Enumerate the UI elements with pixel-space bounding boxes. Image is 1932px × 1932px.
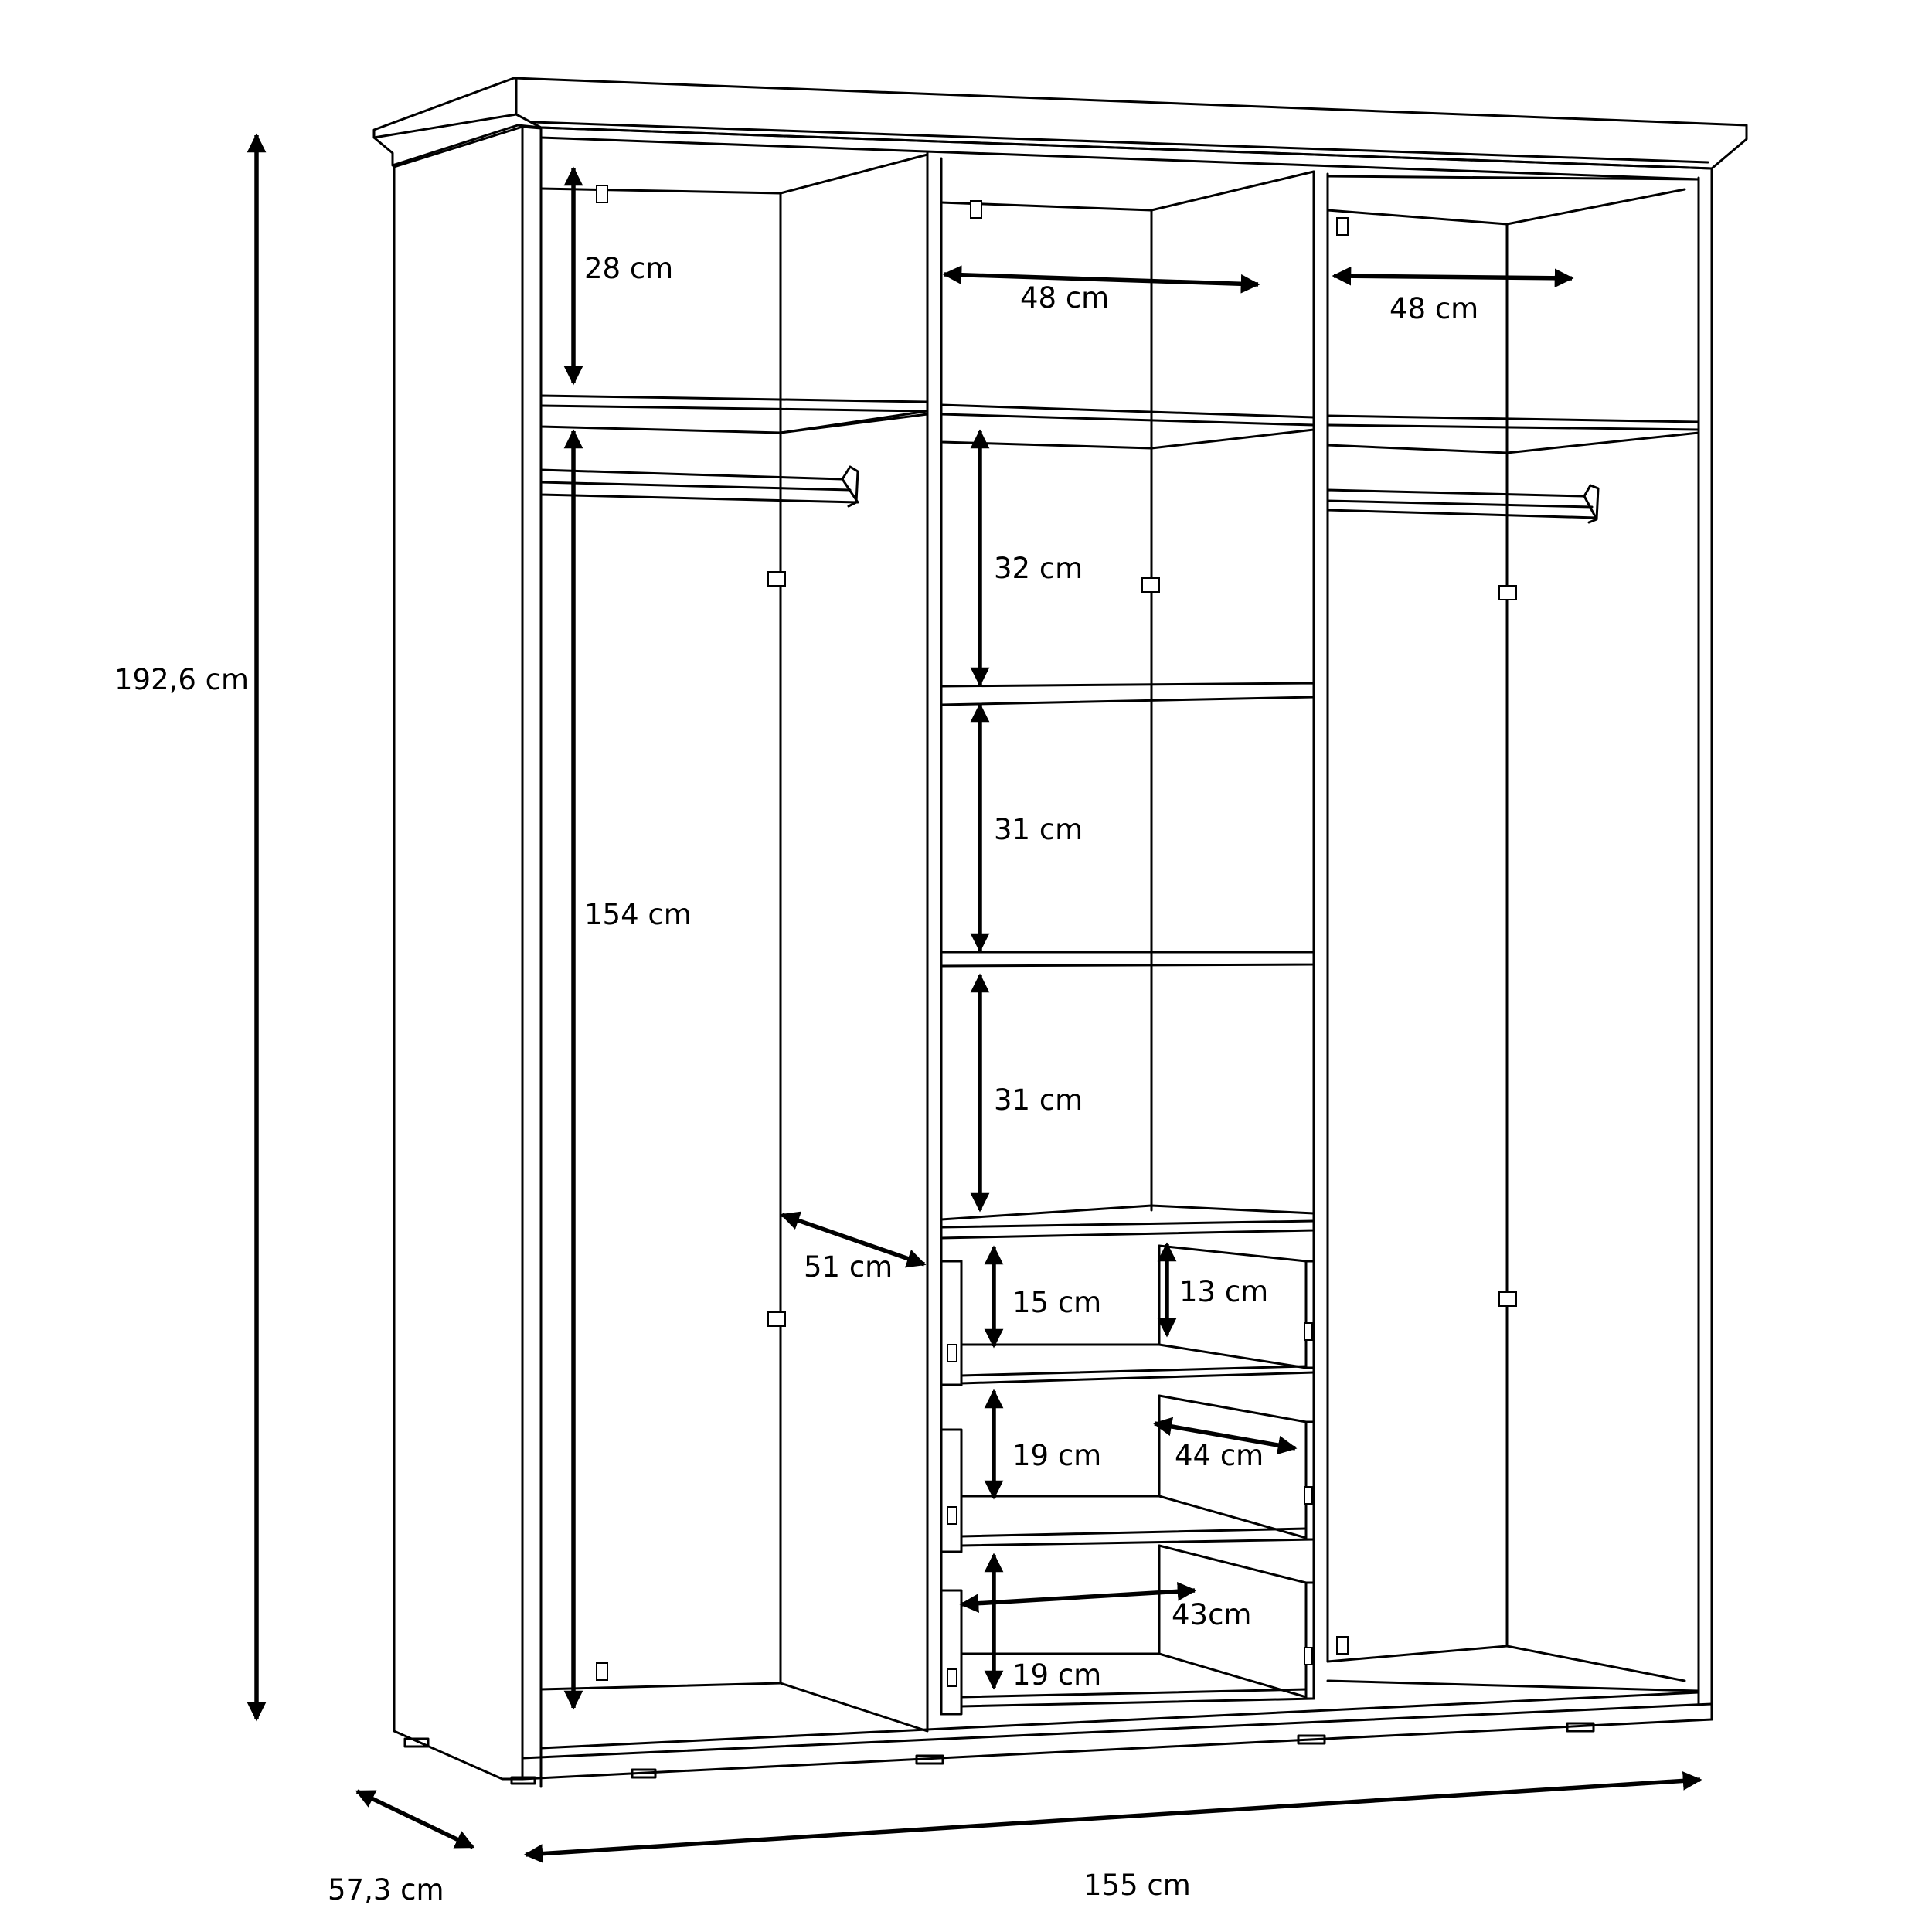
label-inner-depth: 51 cm — [804, 1250, 893, 1284]
label-drawer-2-width: 44 cm — [1175, 1439, 1264, 1472]
label-top-right-width: 48 cm — [1389, 292, 1478, 325]
label-width: 155 cm — [1083, 1869, 1191, 1902]
label-shelf-2: 31 cm — [994, 813, 1083, 846]
label-height: 192,6 cm — [114, 663, 249, 696]
label-drawer-3-width: 43cm — [1172, 1598, 1251, 1631]
arrow-width — [523, 1771, 1702, 1863]
arrow-depth — [355, 1789, 475, 1849]
arrow-inner-depth — [780, 1211, 927, 1268]
dimension-labels: 192,6 cm 57,3 cm 155 cm 28 cm 154 cm 48 … — [114, 252, 1478, 1906]
label-top-left-height: 28 cm — [584, 252, 673, 285]
label-drawer-2-front: 19 cm — [1012, 1439, 1101, 1472]
label-hanging-height: 154 cm — [584, 898, 692, 931]
label-drawer-1-inner: 13 cm — [1179, 1275, 1268, 1308]
arrow-top-right-width — [1332, 266, 1574, 288]
wardrobe-drawing — [372, 77, 1748, 1788]
label-drawer-1-front: 15 cm — [1012, 1286, 1101, 1319]
arrow-drawer-2-width — [1152, 1417, 1298, 1455]
label-shelf-1: 32 cm — [994, 552, 1083, 585]
label-drawer-3-front: 19 cm — [1012, 1658, 1101, 1692]
label-top-center-width: 48 cm — [1020, 281, 1109, 315]
label-depth: 57,3 cm — [328, 1873, 444, 1906]
label-shelf-3: 31 cm — [994, 1083, 1083, 1117]
dimension-arrows — [247, 133, 1702, 1863]
arrow-top-center-width — [942, 265, 1260, 294]
